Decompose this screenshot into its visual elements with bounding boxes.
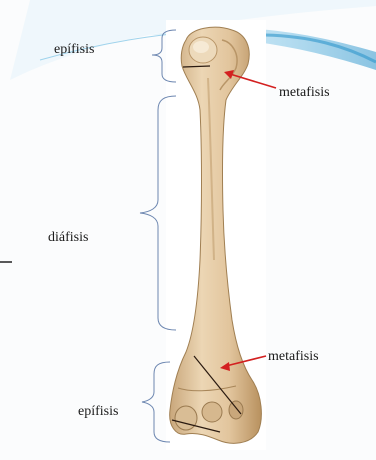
label-diaphysis: diáfisis [48,230,88,246]
brace-epiphysis-bottom [142,362,170,442]
capitulum [202,402,222,422]
label-epiphysis-top: epífisis [54,42,94,58]
label-metaphysis-top: metafisis [279,85,330,101]
label-metaphysis-bottom: metafisis [268,349,319,365]
label-epiphysis-bottom: epífisis [78,404,118,420]
trochlea [175,406,197,430]
